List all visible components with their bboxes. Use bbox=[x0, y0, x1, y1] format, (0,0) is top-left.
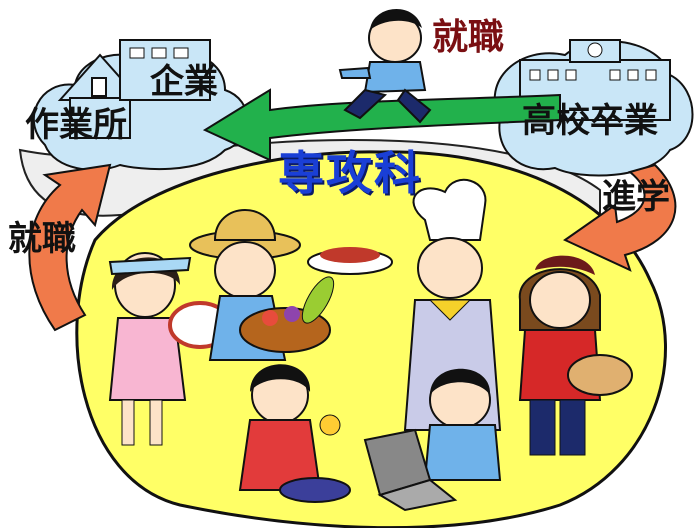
tennis-player-figure bbox=[108, 252, 232, 446]
orange-arrow-left bbox=[28, 163, 112, 332]
advancement-label: 進学 bbox=[602, 177, 670, 217]
hs-graduation-label: 高校卒業 bbox=[522, 101, 658, 141]
employment-label-top: 就職 bbox=[432, 17, 505, 58]
company-label: 企業 bbox=[150, 62, 218, 102]
painter-figure bbox=[518, 255, 633, 456]
computer-user-figure bbox=[363, 368, 502, 512]
green-arrow bbox=[202, 88, 561, 162]
orange-arrow-right bbox=[563, 163, 677, 272]
employment-label-left: 就職 bbox=[8, 219, 76, 259]
farmer-figure bbox=[189, 209, 335, 361]
specialty-course-title: 専攻科 bbox=[278, 146, 422, 200]
factory-building-icon bbox=[57, 39, 211, 139]
cook-girl-figure bbox=[238, 364, 351, 503]
workplace-label: 作業所 bbox=[25, 105, 127, 145]
running-person-figure bbox=[338, 9, 432, 124]
chef-figure bbox=[307, 178, 502, 431]
